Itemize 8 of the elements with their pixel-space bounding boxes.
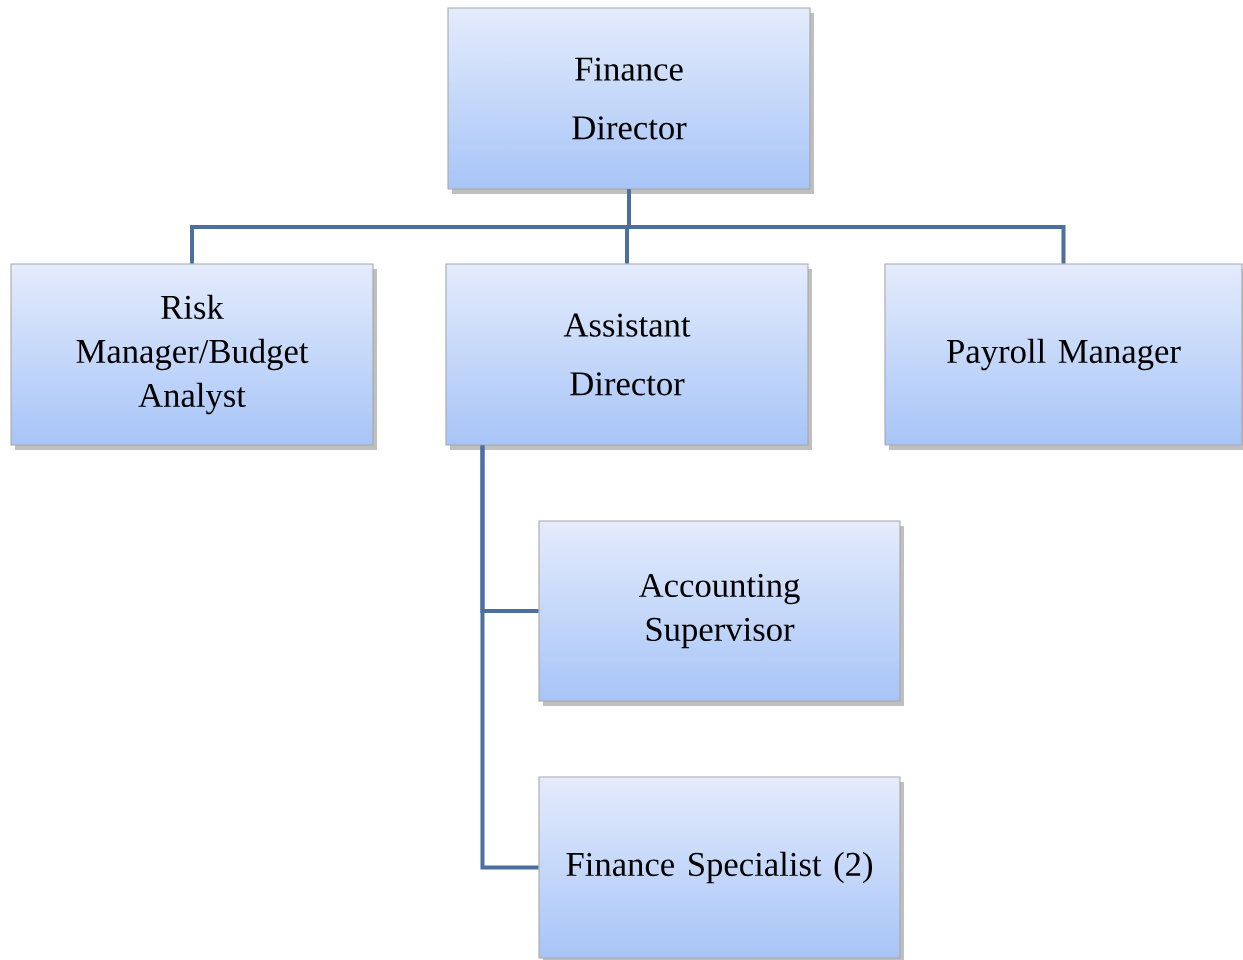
connector-line [480, 445, 539, 870]
connector-line [627, 189, 1066, 264]
position-box: Finance Specialist (2) [538, 776, 901, 959]
position-box: Payroll Manager [884, 263, 1243, 446]
position-box: Risk Manager/Budget Analyst [10, 263, 374, 446]
position-box: Assistant Director [445, 263, 809, 446]
position-box: Accounting Supervisor [538, 520, 901, 702]
position-box: Finance Director [447, 7, 811, 190]
